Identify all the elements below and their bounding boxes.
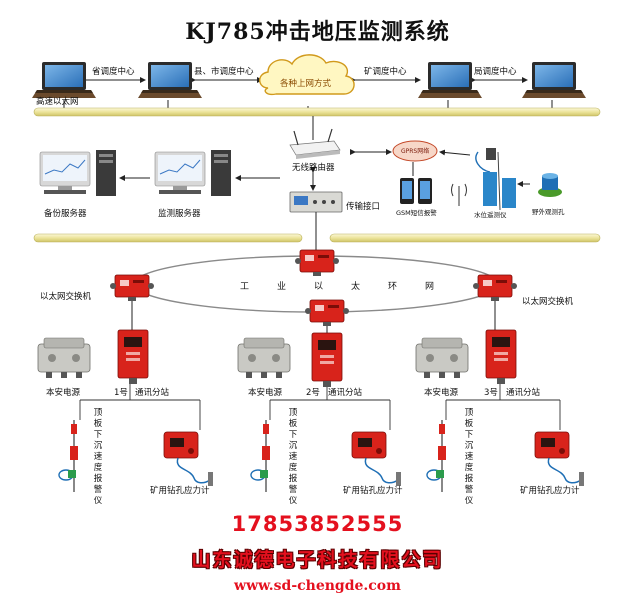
substation-number: 2号 [306, 388, 320, 398]
dispatch-center-label: 局调度中心 [474, 67, 517, 77]
power-label: 本安电源 [248, 388, 283, 398]
observation-hole-label: 野外观测孔 [532, 208, 565, 216]
server-label: 备份服务器 [44, 209, 87, 219]
server-label: 监测服务器 [158, 209, 201, 219]
company-name: 山东诚德电子科技有限公司 [191, 549, 444, 571]
observation-hole-icon [538, 173, 562, 197]
gprs-label: GPRS网络 [401, 148, 430, 155]
monitor-server-icon [154, 149, 232, 197]
substation-label: 通讯分站 [328, 388, 363, 398]
stress-meter-label: 矿用钻孔应力计 [520, 486, 580, 496]
ring-switch-icon [294, 249, 340, 277]
phone-icon [400, 178, 432, 204]
stress-meter-label: 矿用钻孔应力计 [343, 486, 403, 496]
gsm-alarm-label: GSM短信报警 [396, 209, 437, 217]
substation-label: 通讯分站 [135, 388, 170, 398]
substation-number: 3号 [484, 388, 498, 398]
router-icon [289, 128, 341, 159]
switch-label-left: 以太网交换机 [40, 292, 92, 302]
subsidence-alarm-label: 顶板下沉速度报警仪 [288, 408, 298, 506]
stress-meter-label: 矿用钻孔应力计 [150, 486, 210, 496]
ethernet-switch-icon [472, 274, 518, 302]
substation-icon [311, 332, 343, 388]
transmission-label: 传输接口 [346, 202, 381, 212]
dispatch-center-label: 省调度中心 [92, 67, 135, 77]
transmission-interface-icon [289, 191, 343, 213]
dispatch-center-label: 矿调度中心 [364, 67, 407, 77]
power-supply-icon [37, 337, 91, 379]
laptop-icon [418, 62, 482, 98]
ethernet-bus-label: 高速以太网 [36, 97, 79, 107]
diagram-title: KJ785冲击地压监测系统 [185, 19, 450, 45]
internet-links [63, 77, 553, 115]
subsidence-alarm-label: 顶板下沉速度报警仪 [93, 408, 103, 506]
antenna-icon [451, 183, 467, 206]
backup-server-icon [39, 149, 117, 197]
subsidence-alarm-icon [58, 419, 79, 493]
ethernet-switch-icon [109, 274, 155, 302]
internet-cloud-label: 各种上网方式 [280, 79, 332, 89]
laptop-icon [522, 62, 586, 98]
cloud-icon [259, 54, 355, 96]
lower-bus-left [33, 233, 303, 243]
power-supply-icon [237, 337, 291, 379]
stress-meter-icon [534, 431, 585, 487]
phone-number: 17853852555 [231, 512, 404, 536]
substation-icon [485, 329, 517, 385]
stress-meter-icon [163, 431, 214, 487]
power-label: 本安电源 [46, 388, 81, 398]
subsidence-alarm-icon [250, 419, 271, 493]
substation-number: 1号 [114, 388, 128, 398]
power-label: 本安电源 [424, 388, 459, 398]
switch-label-right: 以太网交换机 [522, 297, 574, 307]
ring-label: 工业以太环网 [240, 282, 463, 292]
water-level-meter-icon [475, 148, 516, 211]
subsidence-alarm-icon [426, 419, 447, 493]
router-label: 无线路由器 [292, 163, 335, 173]
subsidence-alarm-label: 顶板下沉速度报警仪 [464, 408, 474, 506]
power-supply-icon [415, 337, 469, 379]
substation-icon [117, 329, 149, 385]
laptop-icon [138, 62, 202, 98]
water-meter-label: 水位遥测仪 [474, 211, 507, 219]
drop-links [131, 301, 496, 333]
dispatch-center-label: 县、市调度中心 [194, 67, 254, 77]
gprs-cloud-icon [392, 140, 438, 162]
substation-label: 通讯分站 [506, 388, 541, 398]
ethernet-bus [33, 107, 601, 117]
lower-bus-right [329, 233, 601, 243]
website-url[interactable]: www.sd-chengde.com [234, 578, 401, 594]
branch-lines [79, 384, 561, 430]
ethernet-switch-icon [304, 299, 350, 327]
stress-meter-icon [351, 431, 402, 487]
